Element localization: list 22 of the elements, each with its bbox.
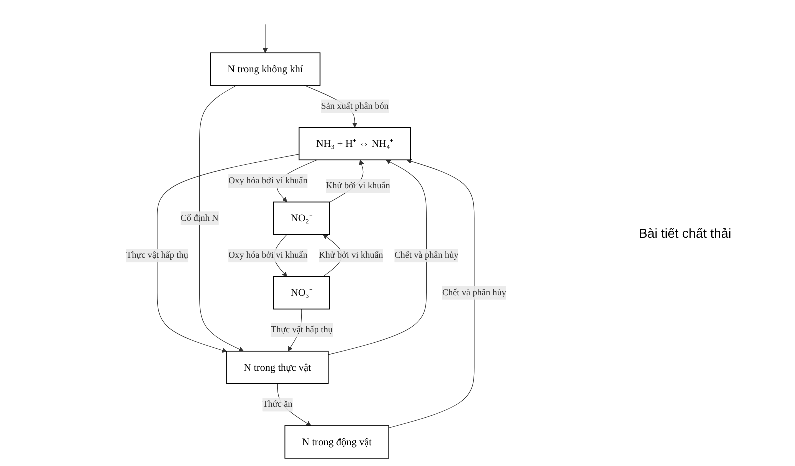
edge-label: Khử bởi vi khuẩn — [319, 250, 384, 260]
edge-label: Khử bởi vi khuẩn — [326, 181, 390, 191]
arrow — [388, 159, 475, 428]
node-box: N trong không khí — [210, 52, 321, 86]
edge-label: Cố định N — [180, 213, 219, 224]
edge-label: Thức ăn — [262, 400, 293, 410]
edge-label: Chết và phân hủy — [442, 288, 506, 298]
arrow — [199, 85, 244, 352]
arrow — [157, 154, 300, 353]
node-box: NO₂⁻ — [273, 202, 330, 236]
edge-label: Sản xuất phân bón — [321, 101, 389, 112]
node-box: N trong động vật — [284, 426, 390, 459]
edge-label: Thực vật hấp thụ — [270, 325, 333, 335]
arrow — [262, 24, 268, 54]
node-box: N trong thực vật — [226, 350, 329, 384]
node-box: NO₃⁻ — [273, 276, 330, 310]
edge-label: Chết và phân hủy — [394, 250, 459, 260]
note-label: Bài tiết chất thải — [639, 226, 732, 240]
edge-label: Thực vật hấp thụ — [126, 250, 188, 260]
edge-label: Oxy hóa bởi vi khuẩn — [228, 250, 308, 260]
edge-label: Oxy hóa bởi vi khuẩn — [228, 176, 308, 186]
node-box: NH₃ + H⁺ ⇔ NH₄⁺ — [298, 127, 412, 161]
